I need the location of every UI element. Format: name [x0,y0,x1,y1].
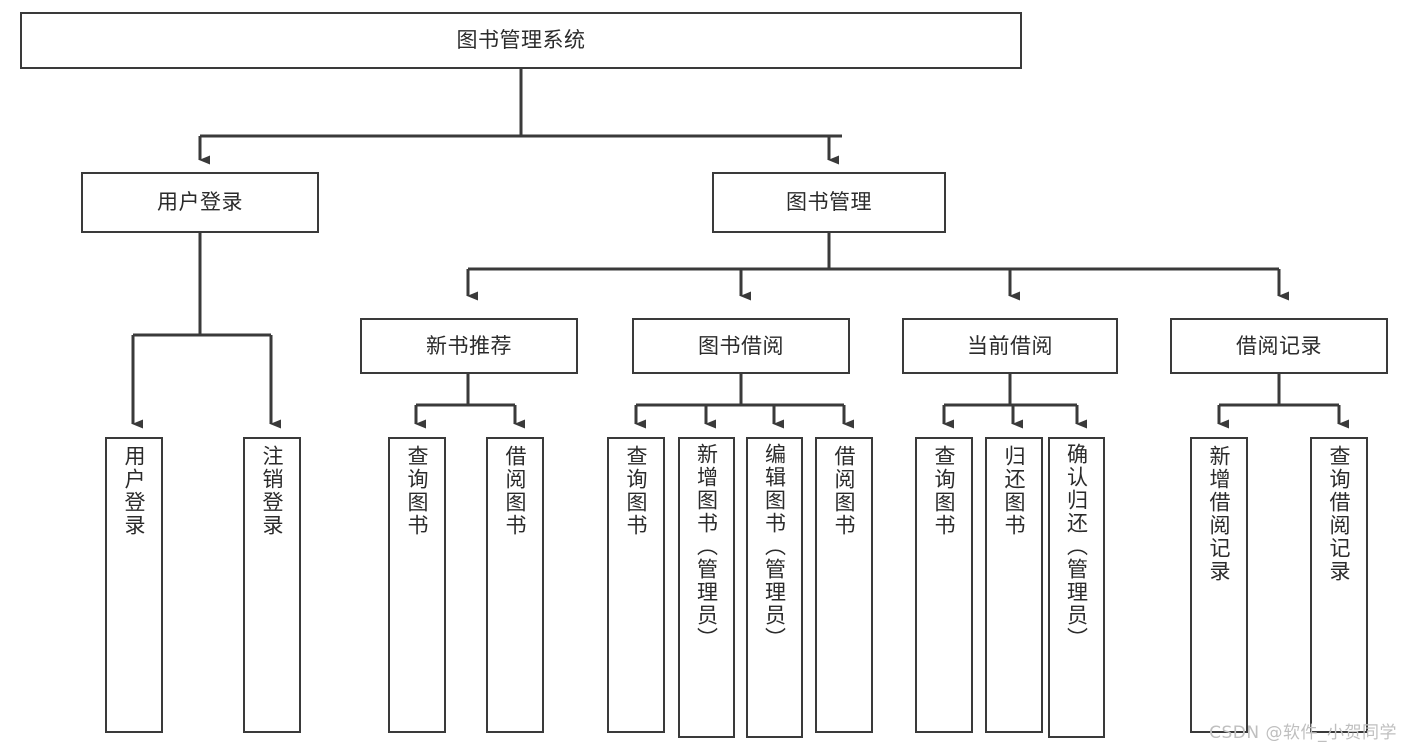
node-user-login[interactable]: 用户登录 [81,172,319,233]
node-label: 新增图书（管理员） [694,443,719,650]
node-borrow-record[interactable]: 借阅记录 [1170,318,1388,374]
leaf-current-return-book[interactable]: 归还图书 [985,437,1043,733]
node-label: 查询图书 [405,445,430,537]
node-label: 查询图书 [624,445,649,537]
leaf-borrow-add-book-admin[interactable]: 新增图书（管理员） [678,437,735,738]
node-label: 用户登录 [122,445,147,537]
node-label: 注销登录 [260,445,285,537]
node-label: 借阅记录 [1236,333,1322,358]
leaf-record-add-record[interactable]: 新增借阅记录 [1190,437,1248,733]
node-label: 确认归还（管理员） [1064,443,1089,650]
leaf-borrow-query-book[interactable]: 查询图书 [607,437,665,733]
node-label: 借阅图书 [832,445,857,537]
node-label: 图书管理 [786,190,872,215]
node-label: 新书推荐 [426,333,512,358]
leaf-borrow-borrow-book[interactable]: 借阅图书 [815,437,873,733]
leaf-user-login-logout[interactable]: 注销登录 [243,437,301,733]
node-label: 查询图书 [932,445,957,537]
leaf-recommend-query-book[interactable]: 查询图书 [388,437,446,733]
node-label: 图书管理系统 [456,28,586,53]
leaf-current-query-book[interactable]: 查询图书 [915,437,973,733]
node-root-system[interactable]: 图书管理系统 [20,12,1022,69]
node-label: 归还图书 [1002,445,1027,537]
node-current-borrow[interactable]: 当前借阅 [902,318,1118,374]
node-new-book-recommend[interactable]: 新书推荐 [360,318,578,374]
node-label: 新增借阅记录 [1207,445,1232,583]
node-book-management[interactable]: 图书管理 [712,172,946,233]
node-label: 编辑图书（管理员） [762,443,787,650]
leaf-current-confirm-return-admin[interactable]: 确认归还（管理员） [1048,437,1105,738]
watermark-text: CSDN @软件_小贺同学 [1209,723,1397,743]
leaf-borrow-edit-book-admin[interactable]: 编辑图书（管理员） [746,437,803,738]
node-label: 图书借阅 [698,333,784,358]
node-label: 当前借阅 [967,333,1053,358]
node-label: 用户登录 [157,190,243,215]
leaf-user-login-login[interactable]: 用户登录 [105,437,163,733]
node-label: 查询借阅记录 [1327,445,1352,583]
node-book-borrow[interactable]: 图书借阅 [632,318,850,374]
node-label: 借阅图书 [503,445,528,537]
leaf-record-query-record[interactable]: 查询借阅记录 [1310,437,1368,733]
leaf-recommend-borrow-book[interactable]: 借阅图书 [486,437,544,733]
